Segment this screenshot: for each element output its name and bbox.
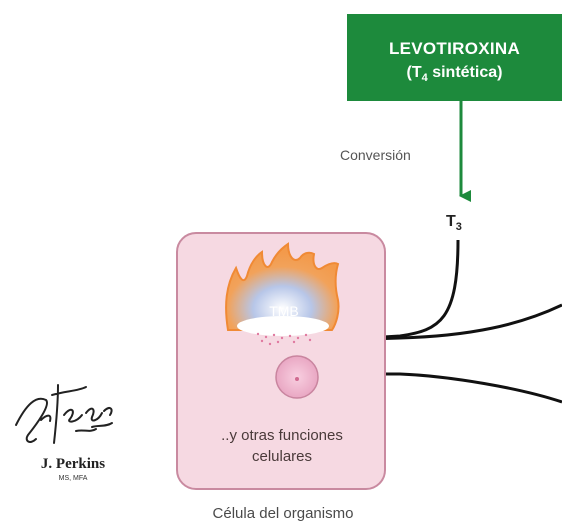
drug-subtitle: (T4 sintética) <box>347 64 562 84</box>
conversion-label: Conversión <box>340 147 411 163</box>
levothyroxine-box: LEVOTIROXINA (T4 sintética) <box>347 14 562 101</box>
drug-subtitle-suffix: sintética) <box>427 64 503 81</box>
cell-caption: Célula del organismo <box>212 505 354 522</box>
cell-functions-text: ..y otras funciones celulares <box>182 425 382 467</box>
t3-label: T3 <box>446 213 462 233</box>
t3-arrow <box>366 239 460 343</box>
tmb-label: TMB <box>269 303 299 319</box>
nuclear-arrow <box>364 369 562 404</box>
cell-functions-line2: celulares <box>251 448 313 465</box>
t3-base: T <box>446 213 456 230</box>
metabolic-arrow <box>371 303 562 341</box>
t3-subscript: 3 <box>455 221 462 234</box>
author-name: J. Perkins <box>40 456 106 472</box>
author-credentials: MS, MFA <box>58 475 88 482</box>
drug-subtitle-prefix: (T <box>406 64 422 81</box>
cell-functions-line1: ..y otras funciones <box>221 427 343 444</box>
artist-signature-icon <box>15 384 113 444</box>
drug-subtitle-subscript: 4 <box>421 72 428 85</box>
drug-title: LEVOTIROXINA <box>388 39 521 58</box>
